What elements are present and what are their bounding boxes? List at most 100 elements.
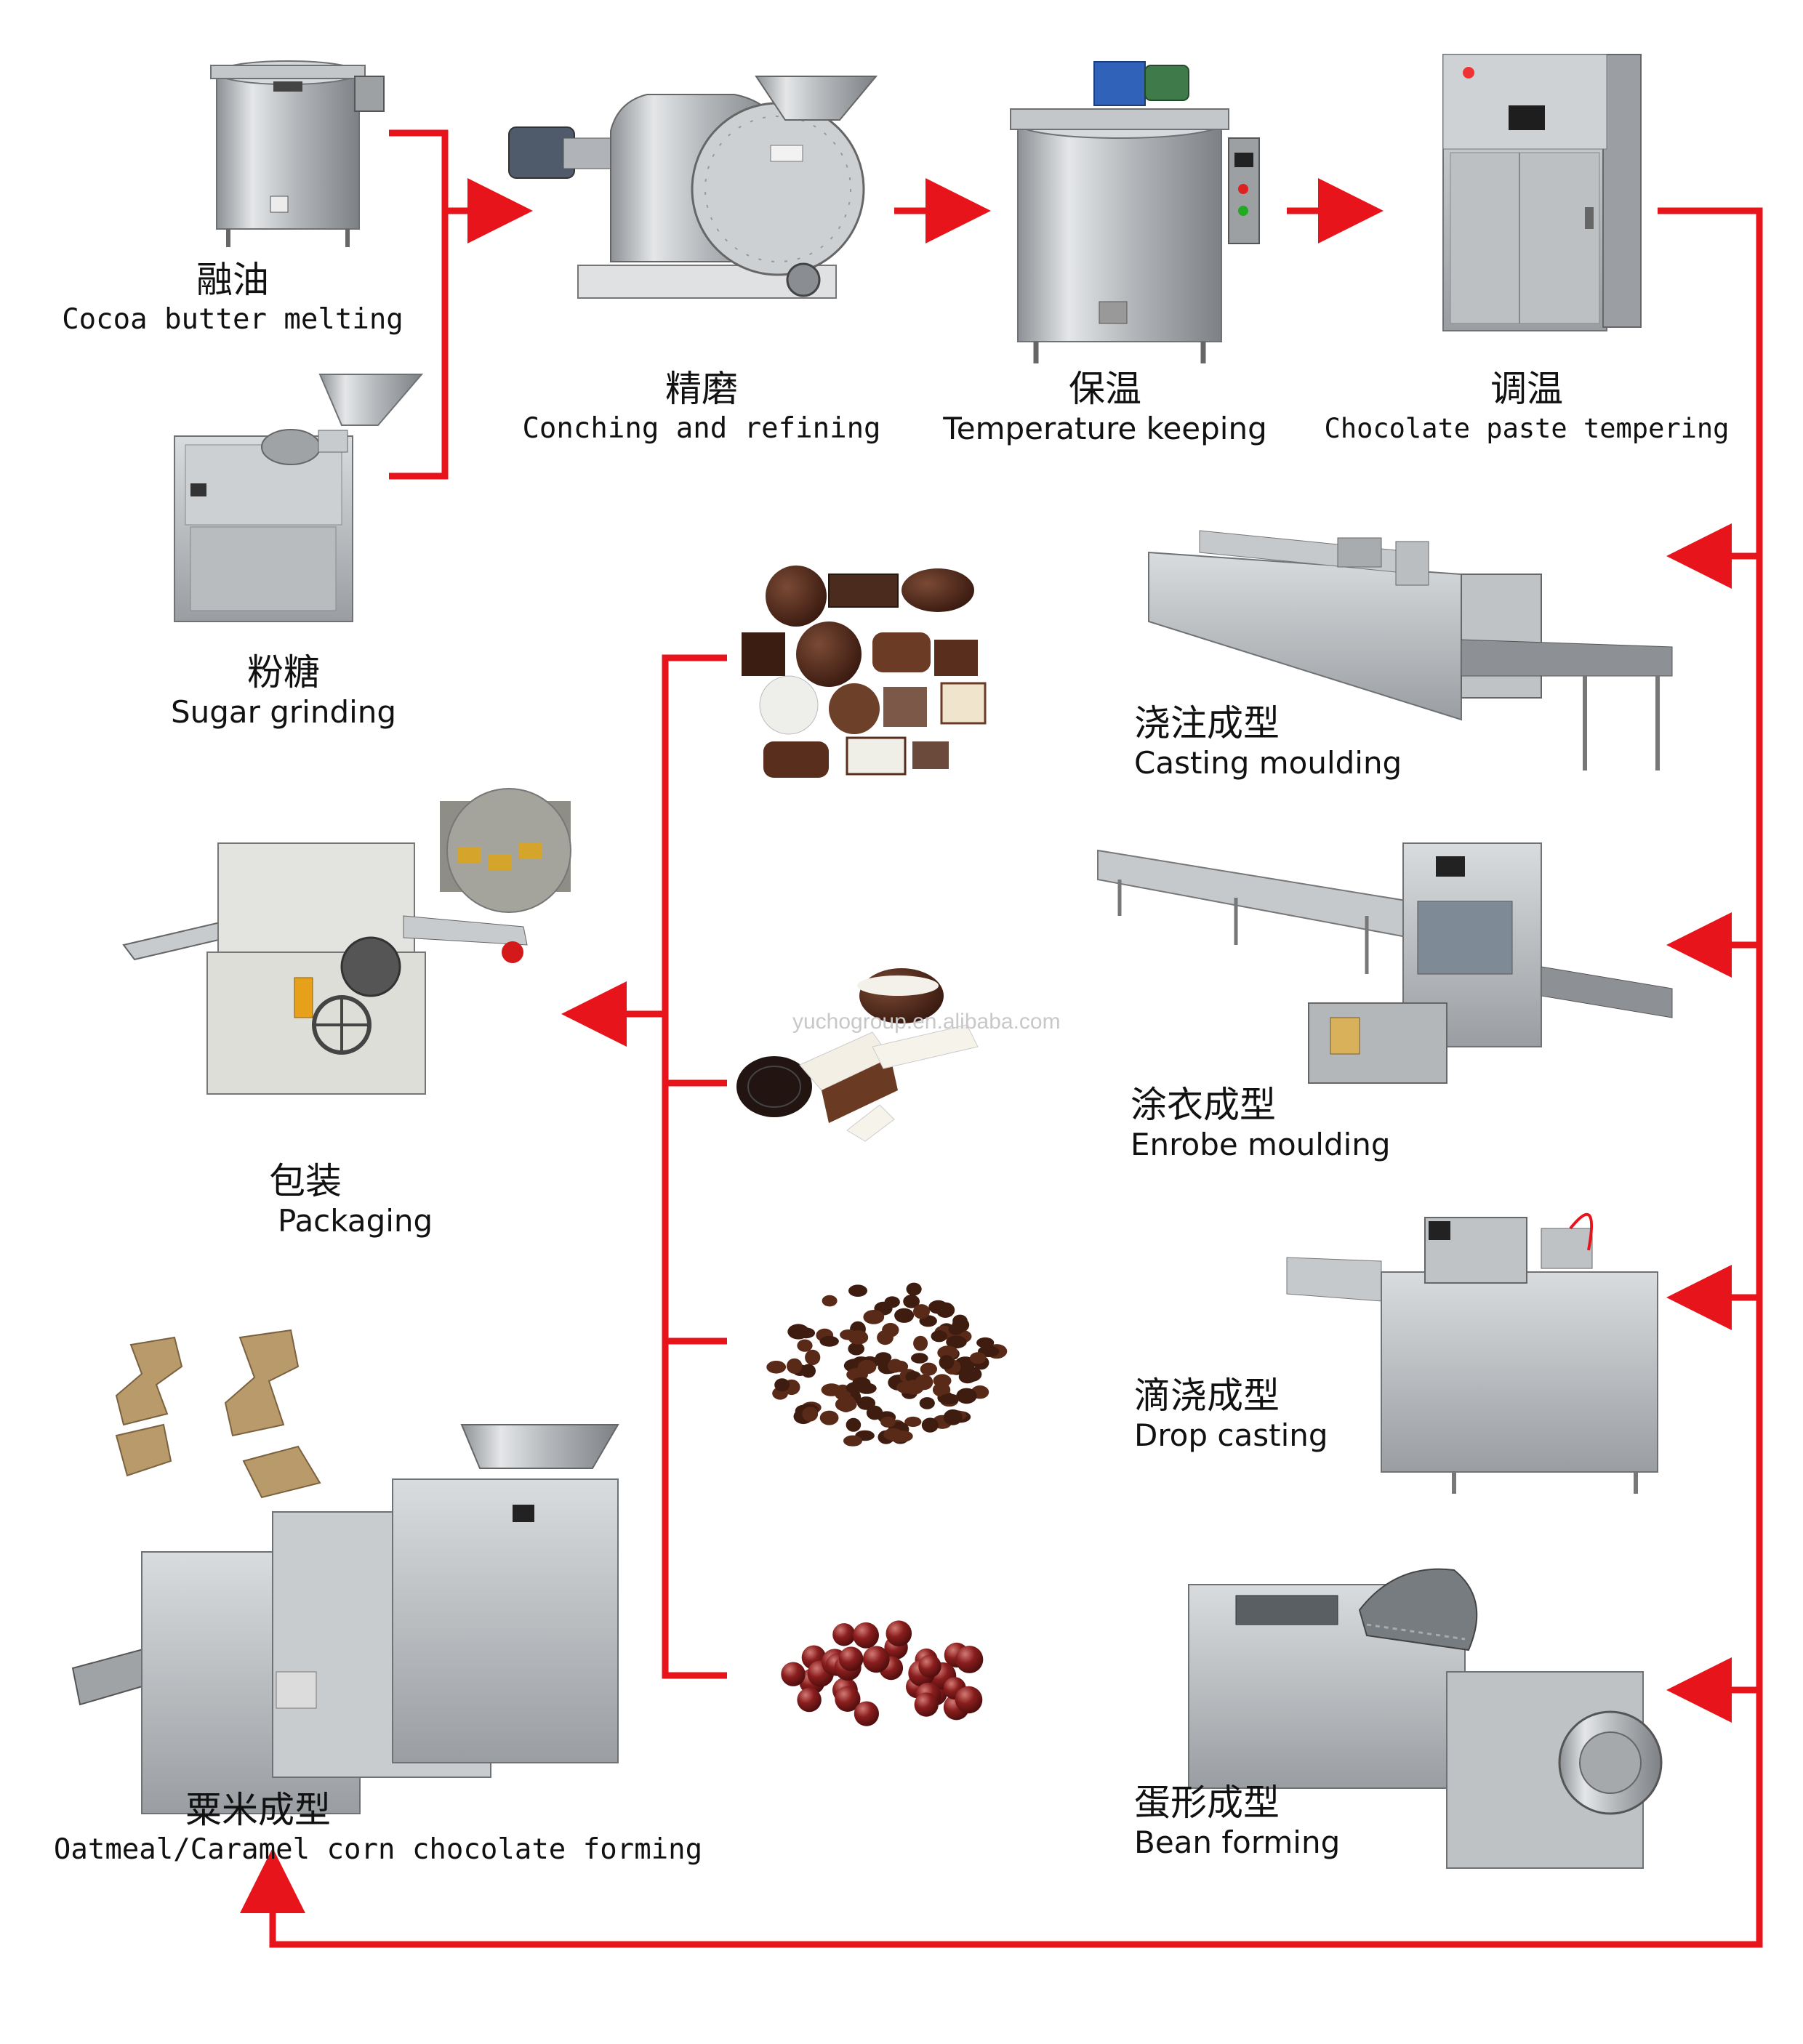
chocolate-bean <box>955 1646 984 1673</box>
step-casting: 浇注成型 Casting moulding <box>1134 701 1402 781</box>
step-keeping-zh: 保温 <box>1069 368 1141 410</box>
step-packaging-en: Packaging <box>278 1203 433 1239</box>
step-drop-en: Drop casting <box>1134 1417 1328 1453</box>
step-oatmeal-en: Oatmeal/Caramel corn chocolate forming <box>53 1833 703 1866</box>
melting-tank-icon <box>210 60 385 247</box>
step-conching-en: Conching and refining <box>522 412 881 445</box>
bean-forming-line-icon <box>1188 1568 1663 1869</box>
step-casting-zh: 浇注成型 <box>1134 702 1280 744</box>
chocolate-bean <box>914 1692 939 1717</box>
chocolate-chip <box>887 1359 903 1373</box>
chocolate-chip <box>880 1416 896 1428</box>
chocolate-chip <box>920 1362 937 1376</box>
chocolate-chip <box>787 1324 809 1340</box>
chocolate-chip <box>774 1378 790 1392</box>
chocolate-chip <box>933 1374 952 1388</box>
step-enrobe-zh: 涂衣成型 <box>1131 1084 1276 1126</box>
step-tempering-en: Chocolate paste tempering <box>1324 413 1730 444</box>
step-tempering-zh: 调温 <box>1490 368 1563 410</box>
coated-wafers-icon: yuchogroup.en.alibaba.com <box>736 968 1061 1142</box>
chocolate-chip <box>822 1295 838 1307</box>
flow-line-trunk <box>269 207 1763 1948</box>
flow-line-melting <box>389 129 449 480</box>
chocolate-bean <box>886 1620 912 1646</box>
chocolate-chip <box>846 1417 862 1432</box>
chocolate-chip <box>903 1295 920 1308</box>
chocolate-chip <box>856 1383 877 1394</box>
chocolate-chip <box>819 1335 839 1347</box>
chocolate-chip <box>805 1349 821 1365</box>
step-casting-en: Casting moulding <box>1134 745 1402 781</box>
step-drop-zh: 滴浇成型 <box>1134 1375 1280 1417</box>
chocolate-chip <box>903 1380 925 1395</box>
chocolate-chips-icon <box>766 1282 1008 1447</box>
tempering-machine-icon <box>1442 54 1642 331</box>
chocolate-chip <box>819 1410 839 1425</box>
chocolate-chip <box>843 1435 862 1447</box>
oatmeal-forming-line-icon <box>71 1424 619 1814</box>
chocolate-bean <box>838 1646 864 1671</box>
chocolate-chip <box>952 1317 970 1332</box>
step-conching-zh: 精磨 <box>665 368 738 410</box>
chocolate-chip <box>801 1364 816 1378</box>
chocolate-bean <box>853 1622 879 1649</box>
conche-icon <box>508 76 878 299</box>
step-sugar-zh: 粉糖 <box>247 651 320 693</box>
chocolate-bean <box>854 1701 879 1726</box>
wrapped-candy-icon <box>440 788 571 913</box>
flow-arrows <box>240 129 1763 1948</box>
chocolate-chip <box>943 1409 963 1425</box>
sugar-mill-icon <box>174 374 424 622</box>
chocolate-bean <box>955 1686 983 1714</box>
step-packaging: 包装 Packaging <box>269 1159 433 1239</box>
chocolate-chip <box>939 1355 955 1370</box>
chocolate-assortment-icon <box>742 566 987 778</box>
step-tempering: 调温 Chocolate paste tempering <box>1323 367 1730 447</box>
chocolate-chip <box>802 1407 819 1422</box>
chocolate-chip <box>883 1428 903 1441</box>
chocolate-chip <box>848 1342 864 1356</box>
chocolate-bean <box>835 1686 861 1712</box>
chocolate-chip <box>913 1335 928 1351</box>
chocolate-chip <box>863 1310 885 1324</box>
step-keeping-en: Temperature keeping <box>943 411 1267 446</box>
chocolate-chip <box>906 1282 922 1296</box>
chocolate-chip <box>787 1358 803 1374</box>
chocolate-chip <box>911 1353 928 1364</box>
step-oatmeal: 粟米成型 Oatmeal/Caramel corn chocolate form… <box>29 1788 727 1868</box>
chocolate-chip <box>835 1396 857 1412</box>
casting-line-icon <box>1148 530 1673 770</box>
chocolate-chip <box>931 1330 947 1343</box>
step-melting-en: Cocoa butter melting <box>62 303 403 336</box>
chocolate-chip <box>848 1330 869 1345</box>
chocolate-chip <box>856 1396 876 1410</box>
chocolate-chip <box>939 1393 960 1404</box>
chocolate-beans-icon <box>781 1620 984 1726</box>
chocolate-chip <box>919 1397 935 1409</box>
packaging-machine-icon <box>122 842 528 1095</box>
oat-clusters-icon <box>115 1329 321 1499</box>
chocolate-chip <box>797 1339 813 1352</box>
step-sugar: 粉糖 Sugar grinding <box>95 651 473 731</box>
chocolate-chip <box>766 1361 787 1374</box>
chocolate-chip <box>956 1388 977 1404</box>
chocolate-chip <box>921 1417 939 1433</box>
chocolate-chip <box>958 1369 977 1384</box>
step-bean: 蛋形成型 Bean forming <box>1134 1781 1340 1861</box>
chocolate-chip <box>928 1300 948 1314</box>
chocolate-bean <box>918 1654 941 1678</box>
step-bean-en: Bean forming <box>1134 1824 1341 1860</box>
enrobing-line-icon <box>1097 842 1673 1084</box>
chocolate-chip <box>904 1416 922 1428</box>
chocolate-chip <box>848 1284 867 1297</box>
step-keeping: 保温 Temperature keeping <box>931 367 1280 447</box>
holding-tank-icon <box>1010 61 1260 363</box>
step-melting-zh: 融油 <box>196 259 269 301</box>
chocolate-chip <box>894 1308 915 1323</box>
flow-line-products <box>662 654 727 1679</box>
chocolate-chip <box>946 1335 967 1349</box>
step-conching: 精磨 Conching and refining <box>509 367 894 447</box>
chocolate-bean <box>781 1662 806 1686</box>
drop-casting-line-icon <box>1286 1212 1658 1494</box>
